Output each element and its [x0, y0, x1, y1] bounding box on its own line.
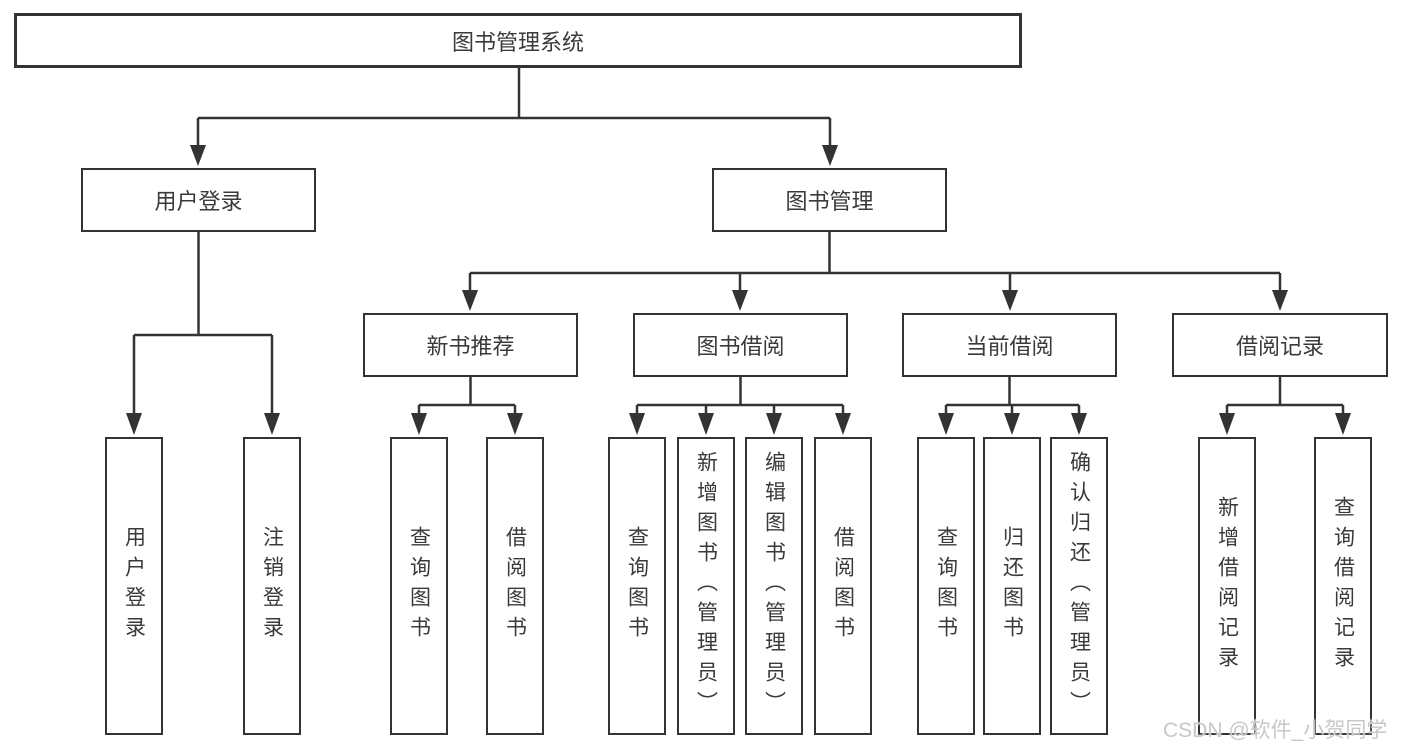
leaf-label: 注销登录 [260, 526, 284, 646]
leaf-label: 归还图书 [1000, 526, 1024, 646]
node-book-management-branch: 图书管理 [712, 168, 947, 232]
node-label: 图书管理系统 [451, 29, 584, 55]
leaf-query-books-borrowing: 查询图书 [608, 437, 666, 735]
connector-root-to-level2 [190, 68, 838, 166]
node-book-borrowing: 图书借阅 [633, 313, 848, 377]
leaf-user-login: 用户登录 [105, 437, 163, 735]
leaf-query-books-newbook: 查询图书 [390, 437, 448, 735]
leaf-return-books: 归还图书 [983, 437, 1041, 735]
connector-borrow-record-branch [1219, 377, 1351, 435]
node-label: 当前借阅 [965, 334, 1054, 359]
node-label: 用户登录 [154, 189, 243, 214]
leaf-edit-books-admin: 编辑图书（管理员） [745, 437, 803, 735]
node-label: 图书借阅 [696, 334, 785, 359]
leaf-label: 查询图书 [934, 526, 958, 646]
leaf-confirm-return-admin: 确认归还（管理员） [1050, 437, 1108, 735]
node-borrow-records: 借阅记录 [1172, 313, 1388, 377]
leaf-label: 借阅图书 [831, 526, 855, 646]
leaf-label: 查询借阅记录 [1331, 496, 1355, 676]
node-label: 图书管理 [785, 189, 874, 214]
leaf-label: 确认归还（管理员） [1067, 451, 1091, 721]
leaf-logout: 注销登录 [243, 437, 301, 735]
leaf-label: 查询图书 [407, 526, 431, 646]
connector-new-book-branch [411, 377, 523, 435]
leaf-query-books-current: 查询图书 [917, 437, 975, 735]
node-library-management-system: 图书管理系统 [14, 13, 1022, 68]
leaf-label: 新增图书（管理员） [694, 451, 718, 721]
connector-book-borrow-branch [629, 377, 851, 435]
connector-book-management-branch [462, 232, 1288, 311]
node-label: 新书推荐 [426, 334, 515, 359]
leaf-label: 查询图书 [625, 526, 649, 646]
node-current-borrowing: 当前借阅 [902, 313, 1117, 377]
csdn-watermark: CSDN @软件_小贺同学 [1163, 719, 1388, 742]
leaf-label: 用户登录 [122, 526, 146, 646]
leaf-label: 编辑图书（管理员） [762, 451, 786, 721]
leaf-label: 新增借阅记录 [1215, 496, 1239, 676]
node-new-book-recommend: 新书推荐 [363, 313, 578, 377]
connector-user-login-branch [126, 232, 280, 435]
node-user-login-branch: 用户登录 [81, 168, 316, 232]
connector-current-borrow-branch [938, 377, 1087, 435]
leaf-label: 借阅图书 [503, 526, 527, 646]
leaf-add-borrow-record: 新增借阅记录 [1198, 437, 1256, 735]
leaf-add-books-admin: 新增图书（管理员） [677, 437, 735, 735]
leaf-borrow-books-borrowing: 借阅图书 [814, 437, 872, 735]
node-label: 借阅记录 [1235, 334, 1324, 359]
leaf-query-borrow-record: 查询借阅记录 [1314, 437, 1372, 735]
leaf-borrow-books-newbook: 借阅图书 [486, 437, 544, 735]
